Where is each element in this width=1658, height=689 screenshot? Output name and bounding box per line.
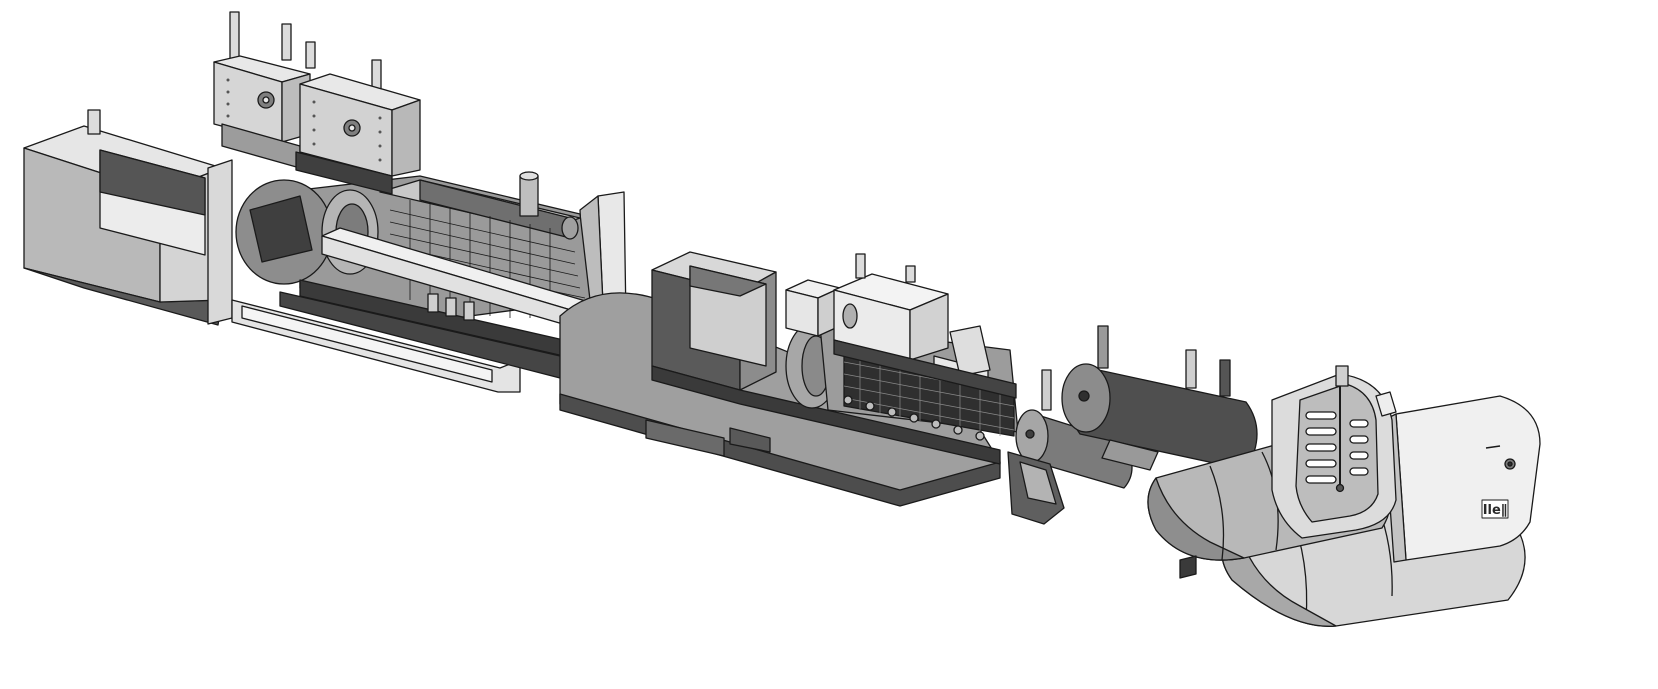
large-filter-collar: [1101, 439, 1159, 471]
engine-base-rail: [279, 227, 637, 379]
exchanger-rod-end: [1335, 483, 1345, 493]
small-filter-pipe: [1041, 369, 1052, 411]
front-tank-shade: [1147, 477, 1245, 561]
left-box-enclosure: [23, 109, 223, 326]
small-filter-saddle-inner: [1019, 461, 1057, 505]
top-control-panels: [213, 11, 421, 195]
frame-rear-rail-inner: [241, 305, 493, 383]
intake-box-opening-shade: [689, 265, 767, 297]
panel-2-base: [295, 151, 393, 195]
left-box-stub: [87, 109, 101, 135]
panel-pipe-3: [305, 41, 316, 69]
end-cap-panel: [1395, 395, 1541, 561]
radiator-bolt-row: [843, 395, 985, 441]
exchanger-slots: [1305, 411, 1369, 484]
cooler-port: [842, 303, 858, 329]
label-plate-text: Ile∥: [1483, 503, 1508, 518]
large-filter-bolt: [1078, 390, 1090, 402]
cooler-pipe-2: [905, 265, 916, 283]
end-cap-slot: [1485, 445, 1501, 449]
large-filter-pipe-1: [1097, 325, 1109, 369]
frame-left-post: [207, 159, 233, 325]
panel-pipe-1: [229, 11, 240, 61]
cooler-top-box-main-side: [909, 293, 949, 361]
panel-2-side: [391, 99, 421, 177]
panel-rivets: [226, 78, 382, 162]
manifold-end: [561, 216, 579, 240]
panel-1-dial-center: [262, 96, 270, 104]
panel-2-dial-center: [348, 124, 356, 132]
exchanger-pipe: [1335, 365, 1349, 387]
exhaust-stub: [519, 175, 539, 217]
exchanger-small-flange: [1375, 391, 1397, 417]
label-plate-bg: [1481, 499, 1509, 519]
end-cap-bolt-center: [1507, 461, 1513, 467]
cooler-module: [785, 253, 1019, 441]
end-cap-label-plate: Ile∥: [1481, 499, 1509, 519]
base-bracket-1: [427, 293, 439, 313]
filter-cylinders: [1007, 325, 1258, 525]
small-filter-bolt: [1025, 429, 1035, 439]
panel-pipe-2: [281, 23, 292, 61]
cooler-top-box-small-side: [949, 325, 991, 377]
large-filter-pipe-3: [1219, 359, 1231, 397]
exhaust-stub-top: [519, 171, 539, 181]
cooler-top-box-left-front: [785, 289, 819, 337]
left-box-opening-shade: [99, 149, 206, 216]
base-bracket-3: [463, 301, 475, 321]
silencer-assembly: Ile∥: [1147, 365, 1541, 627]
flywheel-face: [249, 195, 313, 263]
duct-bottom-block: [645, 419, 725, 457]
cooler-dark-base: [833, 339, 1017, 399]
duct-lower-slab: [559, 393, 1001, 507]
large-filter-pipe-2: [1185, 349, 1197, 389]
duct-dark-slab: [651, 365, 1001, 465]
duct-bottom-block-2: [729, 427, 771, 453]
cooler-pipe-1: [855, 253, 866, 279]
front-tank-band: [1209, 465, 1225, 561]
panel-pipe-4: [371, 59, 382, 91]
base-bracket-2: [445, 297, 457, 317]
front-tank-foot: [1179, 555, 1197, 579]
middle-duct-housing: [559, 251, 1001, 507]
